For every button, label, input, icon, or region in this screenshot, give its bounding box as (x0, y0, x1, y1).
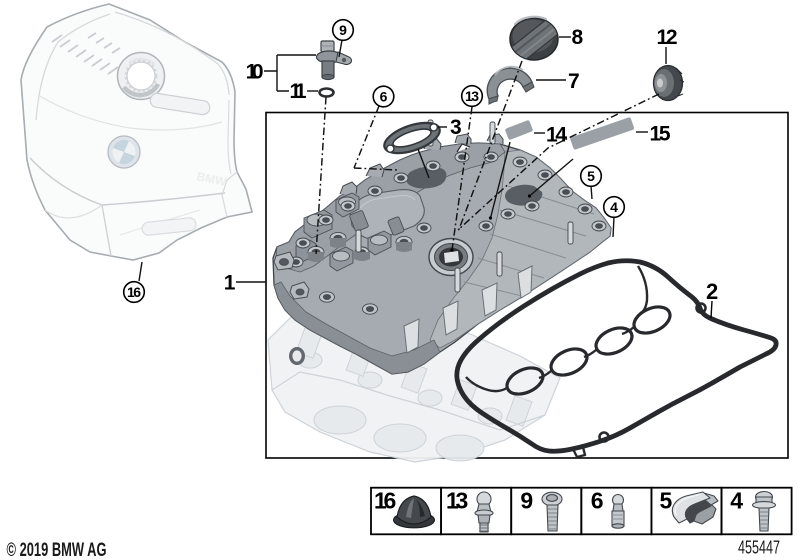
svg-text:16: 16 (127, 284, 141, 300)
svg-text:14: 14 (546, 124, 567, 147)
svg-text:8: 8 (572, 26, 584, 49)
svg-text:1: 1 (224, 272, 236, 295)
svg-text:4: 4 (730, 487, 743, 513)
svg-text:9: 9 (520, 487, 533, 513)
svg-text:© 2019 BMW AG: © 2019 BMW AG (7, 540, 107, 560)
svg-text:4: 4 (610, 199, 618, 215)
svg-text:6: 6 (591, 487, 604, 513)
svg-text:13: 13 (446, 487, 468, 513)
svg-text:10: 10 (246, 61, 264, 84)
svg-text:6: 6 (380, 89, 388, 105)
svg-text:13: 13 (465, 88, 479, 104)
svg-text:5: 5 (587, 168, 595, 184)
svg-text:12: 12 (657, 26, 678, 49)
svg-text:15: 15 (650, 123, 671, 146)
svg-text:16: 16 (374, 487, 396, 513)
svg-text:9: 9 (339, 22, 347, 38)
svg-text:7: 7 (568, 70, 580, 93)
svg-text:11: 11 (290, 80, 307, 103)
svg-text:5: 5 (660, 487, 673, 513)
svg-text:BMW: BMW (195, 169, 228, 189)
svg-text:2: 2 (706, 279, 718, 304)
svg-text:3: 3 (450, 116, 462, 139)
svg-text:455447: 455447 (738, 538, 780, 558)
